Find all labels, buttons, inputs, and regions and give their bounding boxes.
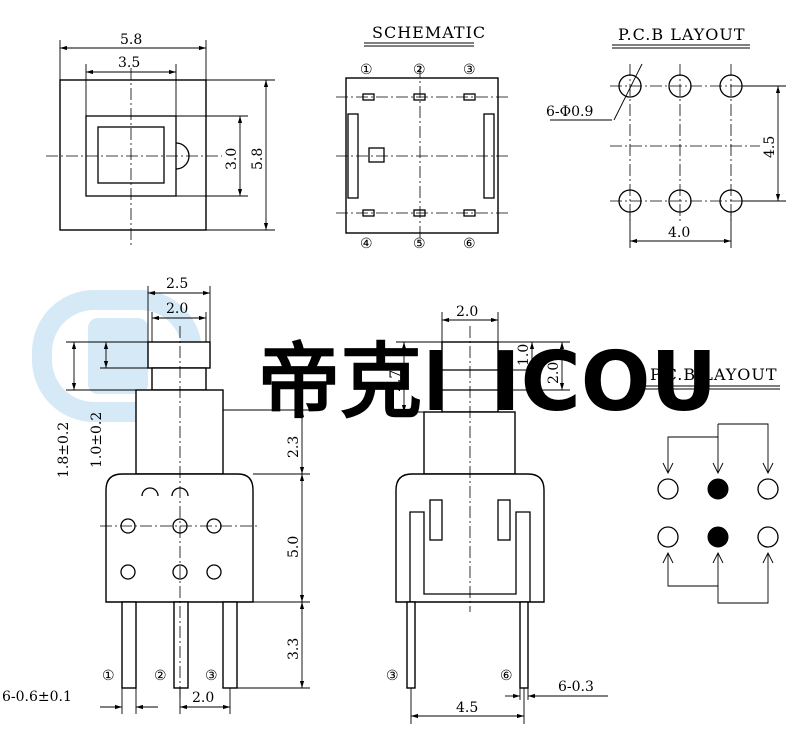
front-view: 2.5 2.0 1.8±0.2 1.0±0.2 2.3 5.0 3.3 ① ② … <box>2 276 310 714</box>
front-dim-travel-1: 1.8±0.2 <box>56 422 72 478</box>
side-dim-cap-width: 2.0 <box>456 304 478 320</box>
front-dim-pin-width: 6-0.6±0.1 <box>2 689 72 705</box>
schematic-pin-6: ⑥ <box>463 236 476 252</box>
side-dim-cap-1: 1.0 <box>516 344 532 366</box>
dim-outer-width: 5.8 <box>120 32 142 48</box>
dim-outer-height: 5.8 <box>250 148 266 170</box>
schematic: SCHEMATIC ① ② ③ ④ ⑤ ⑥ <box>336 23 508 252</box>
pcb-hole-label: 6-Φ0.9 <box>546 104 593 120</box>
pcb-layout-top-title: P.C.B LAYOUT <box>618 25 746 44</box>
schematic-pin-1: ① <box>360 62 373 78</box>
side-dim-cap-total: 2.7 <box>388 370 404 392</box>
schematic-pin-2: ② <box>413 62 426 78</box>
side-dim-pin-spacing: 4.5 <box>456 700 478 716</box>
schematic-title: SCHEMATIC <box>372 23 486 42</box>
front-dim-body: 5.0 <box>286 536 302 558</box>
side-pin-6: ⑥ <box>500 668 513 684</box>
dim-inner-height: 3.0 <box>224 148 240 170</box>
front-dim-cap-outer: 2.5 <box>166 276 188 292</box>
dim-inner-width: 3.5 <box>118 55 140 71</box>
front-dim-pitch: 2.0 <box>192 690 214 706</box>
side-view: 2.0 1.0 2.0 2.7 ③ ⑥ 4.5 6-0.3 <box>386 304 608 724</box>
pcb-layout-top: P.C.B LAYOUT 6-Φ0.9 4.5 4.0 <box>546 25 786 248</box>
schematic-pin-3: ③ <box>463 62 476 78</box>
front-dim-travel-2: 1.0±0.2 <box>89 412 105 468</box>
pcb-dim-horizontal: 4.0 <box>668 225 690 241</box>
side-dim-cap-2: 2.0 <box>546 362 562 384</box>
pcb-dim-vertical: 4.5 <box>762 136 778 158</box>
top-view: 5.8 3.5 3.0 5.8 <box>46 32 275 245</box>
front-dim-cap-inner: 2.0 <box>166 301 188 317</box>
schematic-pin-4: ④ <box>360 236 373 252</box>
front-pin-3: ③ <box>205 668 218 684</box>
front-pin-1: ① <box>102 668 115 684</box>
front-dim-stem: 2.3 <box>286 436 302 458</box>
schematic-pin-5: ⑤ <box>413 236 426 252</box>
front-pin-2: ② <box>154 668 167 684</box>
front-dim-pins: 3.3 <box>286 638 302 660</box>
side-dim-pin-thickness: 6-0.3 <box>558 679 594 695</box>
pcb-layout-bottom: P.C.B LAYOUT <box>642 365 780 604</box>
pcb-layout-bottom-title: P.C.B LAYOUT <box>650 365 778 384</box>
side-pin-3: ③ <box>386 668 399 684</box>
